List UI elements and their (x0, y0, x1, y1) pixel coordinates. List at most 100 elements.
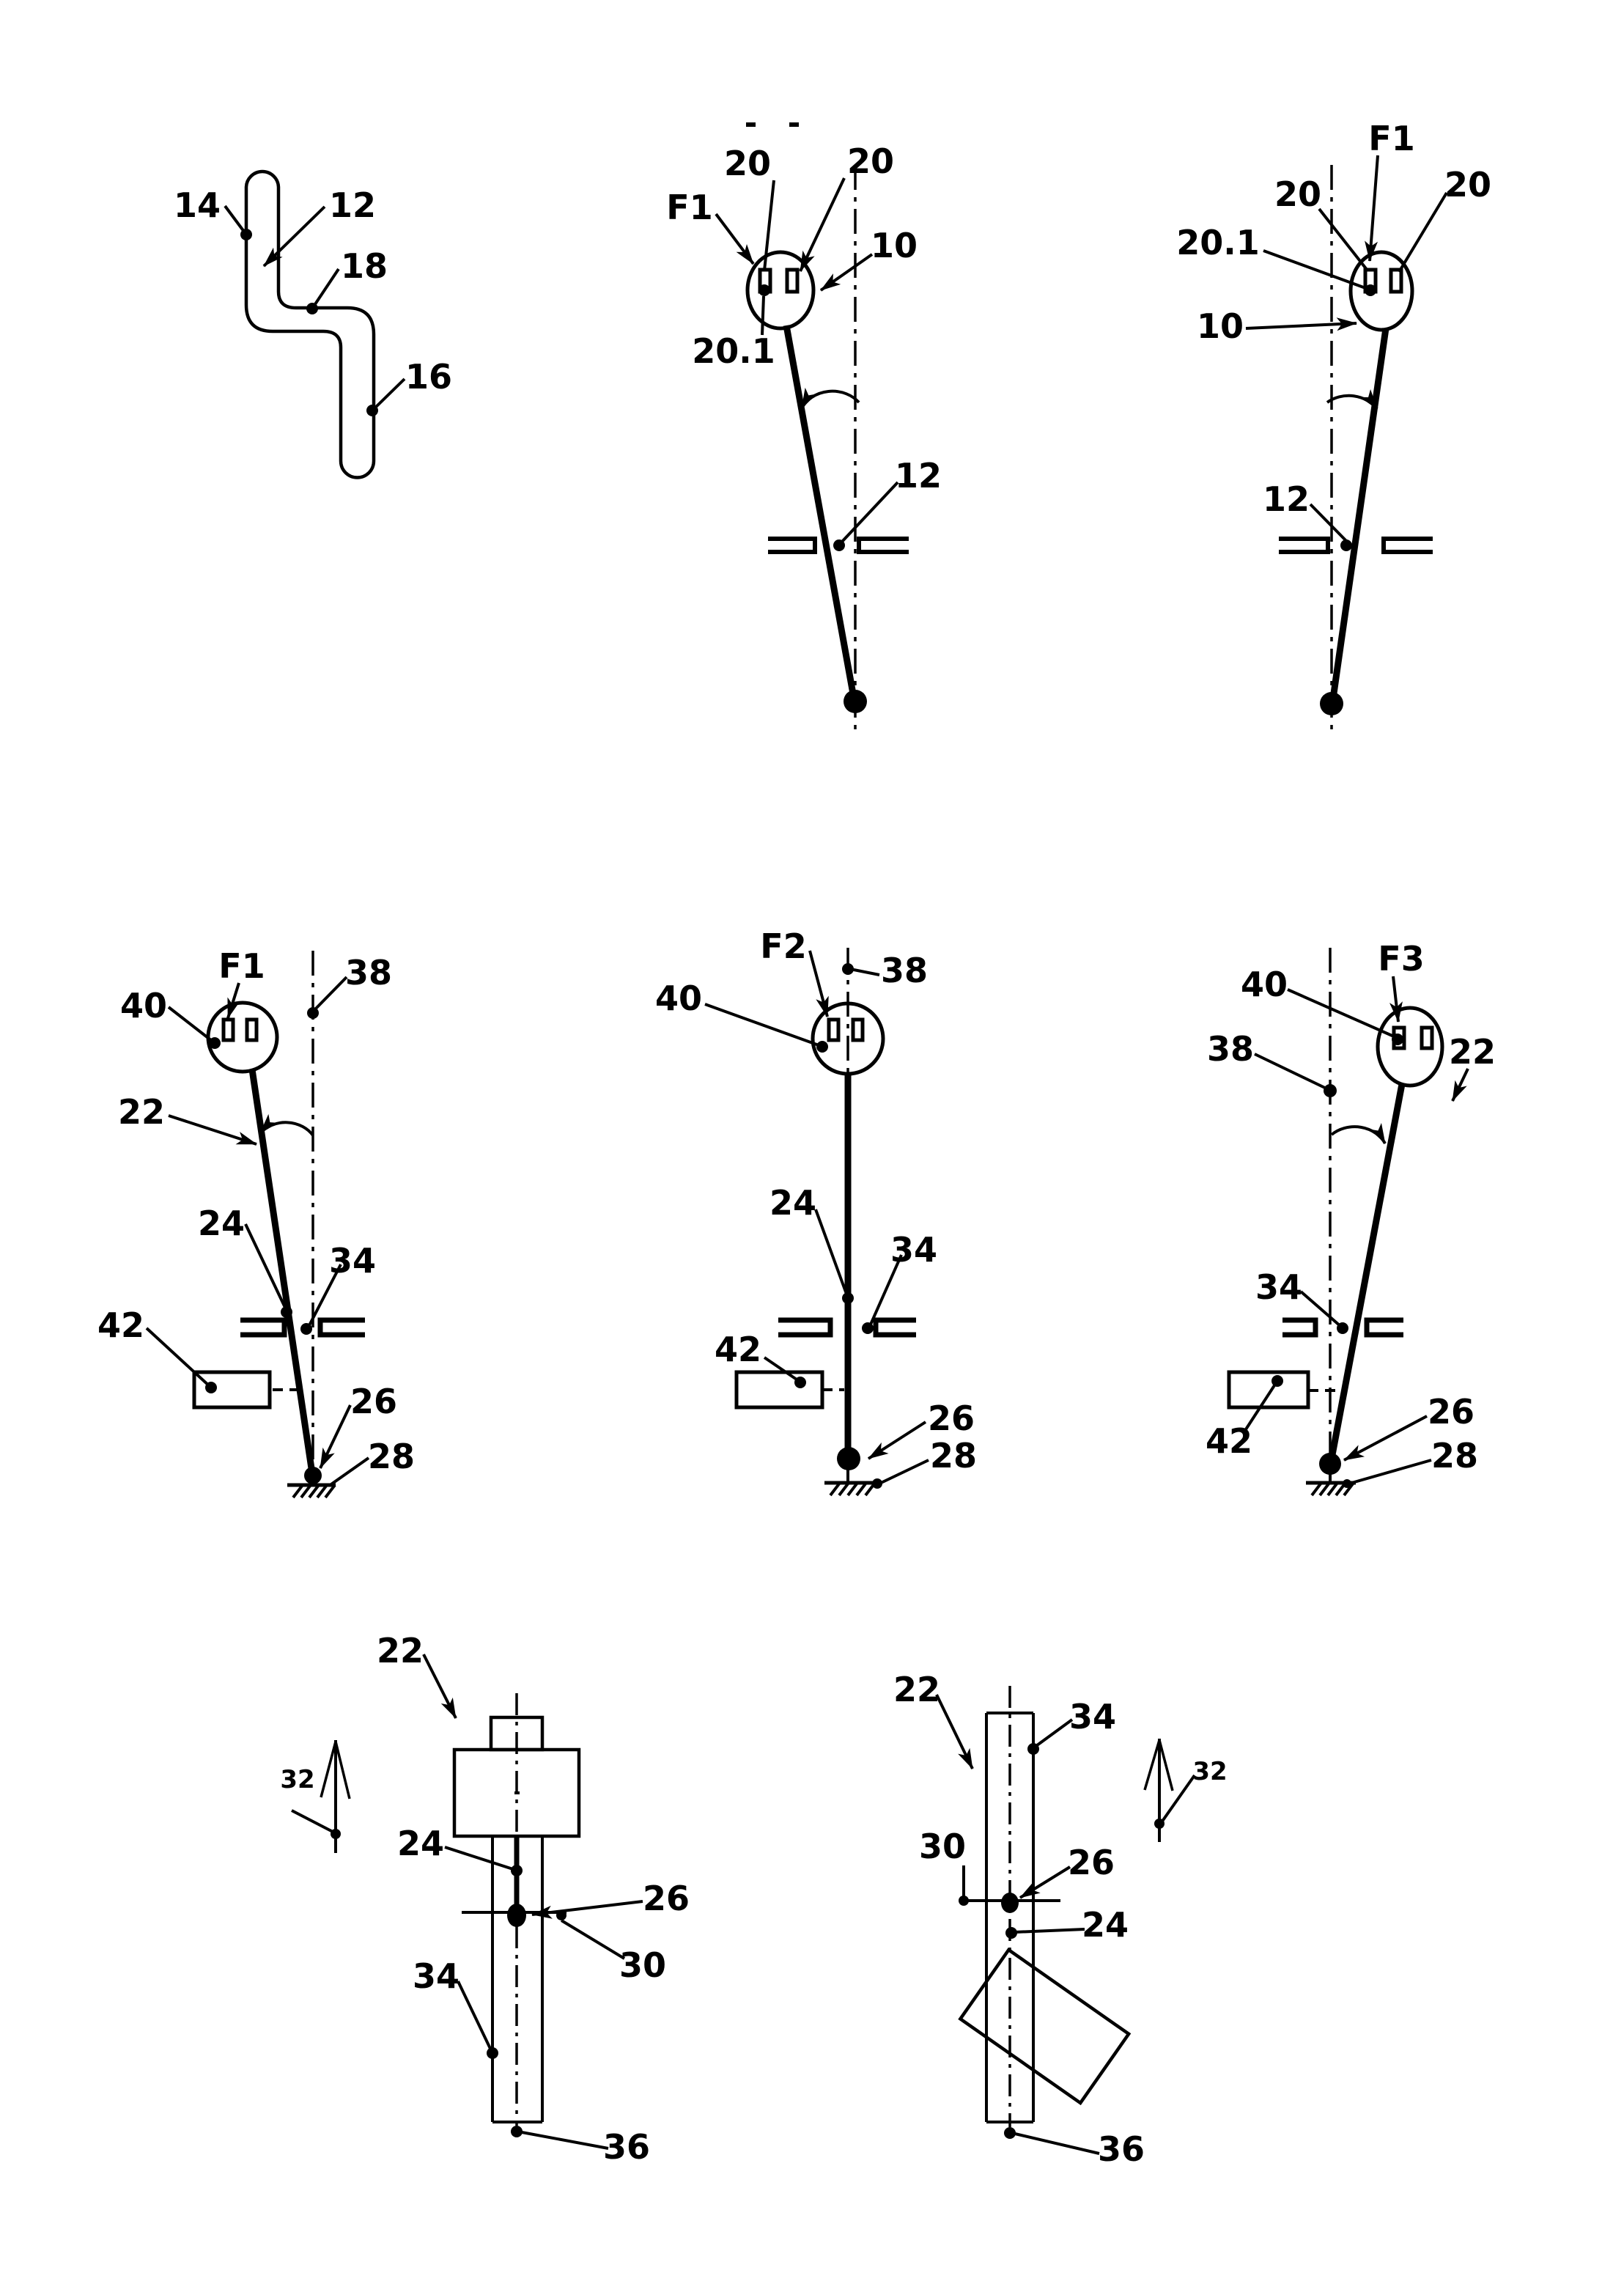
leader-38 (311, 976, 348, 1013)
lever-rod (783, 325, 857, 699)
ref-label-32: 32 (1192, 1757, 1227, 1786)
ref-label-34: 34 (1069, 1697, 1116, 1736)
leader-28 (879, 1459, 929, 1485)
leader-arrow-20-right (799, 177, 846, 272)
tilt-angle-arc (1326, 388, 1378, 410)
leader-20-1 (1263, 249, 1368, 290)
leader-arrow-10 (1245, 317, 1357, 331)
actuator-box (734, 1370, 824, 1410)
leader-18 (311, 268, 340, 310)
ref-label-14: 14 (174, 185, 221, 225)
ref-label-12: 12 (895, 456, 942, 496)
figure-lever-upright-actuator (704, 948, 929, 1497)
leader-arrow-f1 (1365, 155, 1379, 262)
leader-arrow-f1 (226, 982, 240, 1019)
leader-42 (763, 1356, 800, 1382)
ref-label-10: 10 (871, 226, 918, 265)
ref-label-22: 22 (377, 1631, 424, 1670)
figure-lever-tilted-left (715, 122, 909, 735)
leader-40 (1287, 988, 1395, 1038)
pivot-ball (837, 1447, 860, 1470)
ref-label-42: 42 (715, 1330, 761, 1369)
leader-20-1 (761, 295, 765, 336)
ref-label-42: 42 (1206, 1421, 1252, 1461)
figure-knob-slider-front (291, 1654, 643, 2150)
knob-button-right (851, 1017, 865, 1042)
figure-lever-right-actuator (1227, 948, 1469, 1497)
gate-plate-left (240, 1317, 287, 1338)
ref-label-F1: F1 (218, 946, 265, 986)
leader-28 (328, 1456, 370, 1487)
gate-plate-left (768, 537, 817, 554)
leader-24 (244, 1223, 288, 1311)
ref-label-22: 22 (1449, 1032, 1496, 1072)
leader-24 (814, 1209, 849, 1297)
ref-label-36: 36 (603, 2127, 650, 2167)
actuator-box (192, 1370, 272, 1410)
ref-label-38: 38 (345, 953, 392, 992)
channel (985, 1712, 1035, 2123)
ref-label-20: 20 (847, 141, 894, 181)
leader-34 (1033, 1718, 1074, 1749)
leader-arrow-26 (531, 1900, 643, 1919)
tilt-angle-arc (259, 1113, 314, 1137)
tilt-angle-arc (1330, 1122, 1387, 1145)
leader-12 (840, 481, 899, 544)
leader-32 (291, 1809, 335, 1834)
leader-arrow-12 (262, 205, 326, 268)
gate-slot-outline (244, 169, 376, 479)
ref-label-28: 28 (930, 1436, 977, 1476)
leader-12 (1309, 503, 1350, 545)
pivot-ball (1320, 692, 1343, 715)
leader-arrow-22 (935, 1694, 974, 1769)
figure-knob-slider-rotated (935, 1686, 1196, 2155)
ref-label-24: 24 (769, 1183, 816, 1223)
direction-arrow-32 (1143, 1739, 1174, 1842)
leader-32 (1160, 1774, 1196, 1824)
ref-dot-40 (816, 1041, 828, 1053)
leader-arrow-26 (1019, 1865, 1071, 1899)
ref-label-20: 20 (724, 144, 771, 183)
ref-dot-28 (872, 1478, 882, 1489)
gate-plate-left (778, 1317, 833, 1338)
leader-36 (1014, 2132, 1100, 2155)
knob (811, 1001, 885, 1076)
leader-40 (167, 1006, 216, 1045)
ref-label-20: 20 (1274, 174, 1321, 214)
lever-rod (248, 1069, 316, 1474)
ref-dot-38 (1324, 1084, 1337, 1097)
ref-label-F1: F1 (1368, 119, 1414, 158)
leader-38 (849, 968, 880, 976)
leader-24 (1014, 1928, 1085, 1934)
ref-label-28: 28 (368, 1437, 415, 1476)
ref-label-24: 24 (397, 1824, 444, 1863)
gate-plate-left (1282, 1317, 1318, 1338)
leader-42 (1244, 1382, 1277, 1431)
leader-arrow-22 (168, 1114, 257, 1146)
actuator-box (1227, 1370, 1310, 1410)
ref-label-20: 20 (1444, 165, 1491, 205)
ref-label-28: 28 (1431, 1436, 1478, 1476)
gate-plate-right (873, 1317, 916, 1338)
ref-label-26: 26 (928, 1399, 975, 1438)
ref-label-40: 40 (655, 979, 702, 1018)
ref-label-36: 36 (1098, 2129, 1145, 2169)
ref-label-24: 24 (1082, 1905, 1129, 1945)
leader-20-left (1318, 207, 1369, 272)
direction-arrow-32 (320, 1740, 351, 1853)
leader-arrow-26 (319, 1404, 352, 1469)
leader-28 (1348, 1459, 1432, 1485)
pivot-ball (304, 1467, 322, 1484)
knob-button-right (245, 1017, 259, 1042)
leader-36 (521, 2131, 609, 2150)
ref-dot-38 (842, 963, 854, 975)
ref-label-34: 34 (1255, 1267, 1302, 1307)
knob (1376, 1006, 1444, 1088)
ref-dot-36 (1004, 2127, 1016, 2139)
ref-label-22: 22 (118, 1092, 165, 1132)
ref-label-10: 10 (1197, 306, 1244, 346)
ground-hatch (292, 1484, 336, 1499)
ref-label-40: 40 (120, 986, 167, 1025)
